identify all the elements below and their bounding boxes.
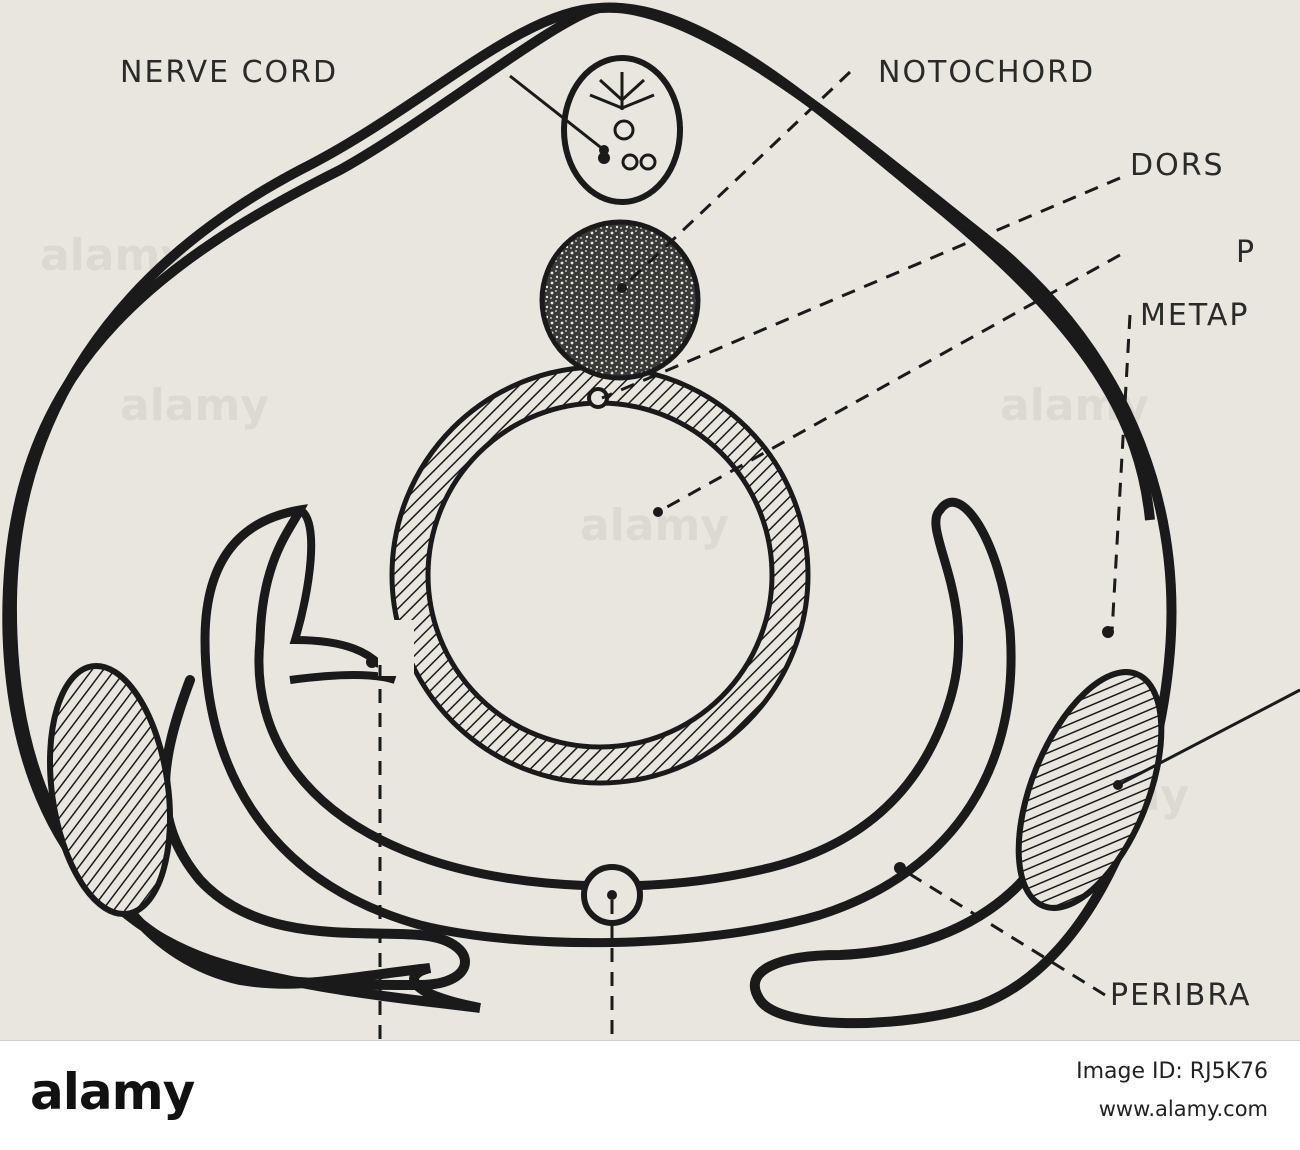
stock-footer: alamy Image ID: RJ5K76 www.alamy.com	[0, 1040, 1300, 1150]
leader-dot	[894, 862, 906, 874]
body-wall	[6, 2, 1177, 1029]
ventral-vessel-dot	[607, 890, 617, 900]
site-url-text: www.alamy.com	[1098, 1097, 1268, 1121]
label-peribra: PERIBRA	[1110, 978, 1251, 1013]
nerve-cell	[639, 153, 657, 171]
nerve-cord	[561, 55, 683, 205]
pharynx-opening	[378, 620, 414, 676]
brand-logo: alamy	[30, 1063, 195, 1121]
leader-dot	[1102, 626, 1114, 638]
label-dors: DORS	[1130, 148, 1225, 183]
brand-text: alamy	[30, 1063, 195, 1121]
gonad-right	[1015, 669, 1165, 911]
pharynx-ring	[392, 367, 808, 783]
label-p: P	[1236, 235, 1256, 270]
image-id-text: Image ID: RJ5K76	[1076, 1059, 1268, 1084]
leader-dot	[599, 145, 609, 155]
gonad-left	[46, 662, 174, 918]
leader-lines	[378, 70, 1300, 1040]
watermark-text: alamy	[120, 380, 269, 431]
dorsal-aorta	[587, 387, 609, 409]
anatomy-diagram: alamy alamy alamy alamy alamy	[2, 2, 1300, 1040]
leader-dot	[1113, 780, 1123, 790]
peribranchial-cavity	[200, 497, 1016, 948]
watermark-text: alamy	[580, 500, 729, 551]
nerve-cell	[621, 153, 639, 171]
leader-dot	[366, 656, 378, 668]
pharynx-inner-wall	[425, 400, 775, 750]
label-metap: METAP	[1140, 298, 1249, 333]
nerve-cell	[598, 152, 610, 164]
nerve-cord-fibers	[589, 72, 655, 110]
atrium-slit	[289, 506, 397, 684]
leader-dot	[653, 507, 663, 517]
label-nerve-cord: NERVE CORD	[120, 55, 338, 90]
leader-dot	[617, 283, 627, 293]
label-notochord: NOTOCHORD	[878, 55, 1095, 90]
pharynx-outer-wall	[389, 364, 811, 786]
central-canal	[613, 119, 635, 141]
notochord	[539, 219, 701, 381]
